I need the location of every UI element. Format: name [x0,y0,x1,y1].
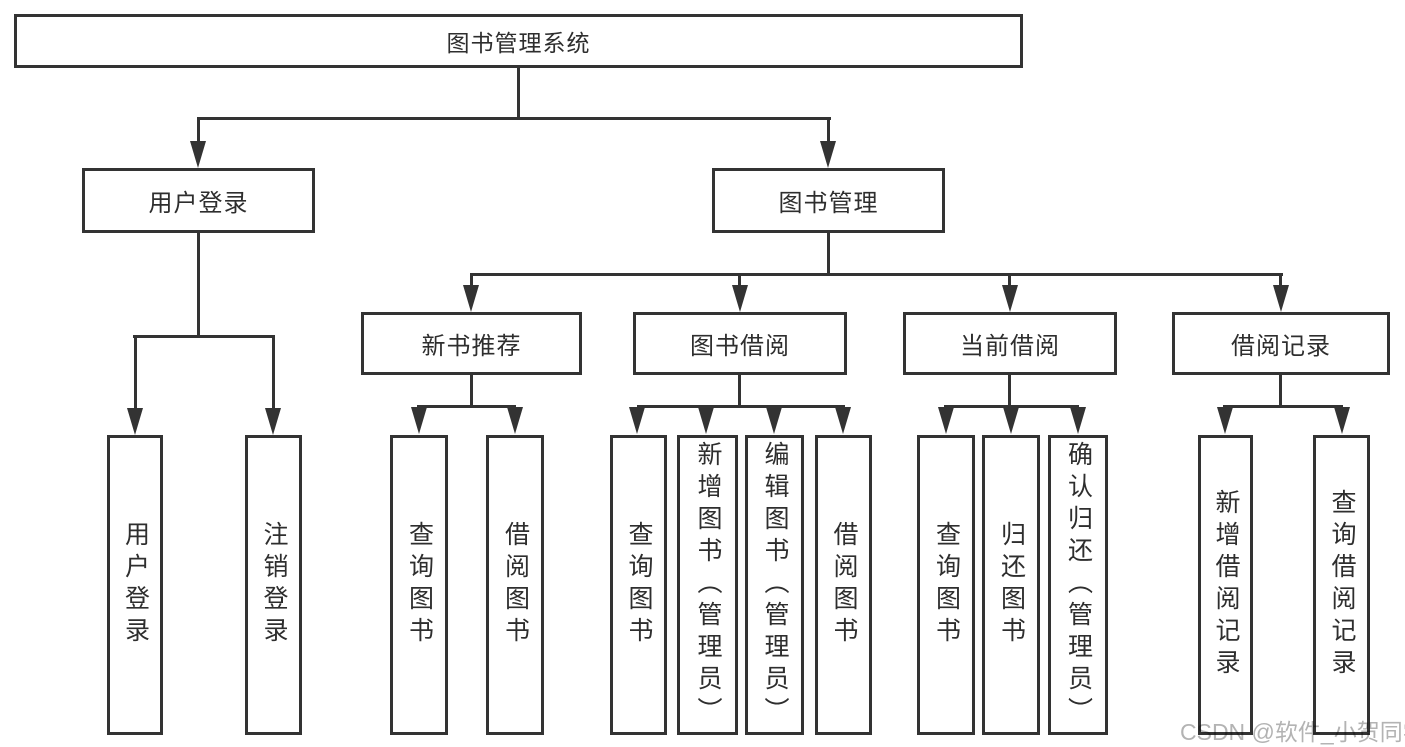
arrowhead-icon [835,407,851,434]
node-label: 查询借阅记录 [1328,489,1356,681]
arrowhead-icon [698,407,714,434]
node-user-login: 用户登录 [82,168,315,233]
arrowhead-icon [507,407,523,434]
connector-line [470,273,473,287]
node-query-borrow-record: 查询借阅记录 [1313,435,1370,735]
node-confirm-return-admin: 确认归还（管理员） [1048,435,1108,735]
node-current-borrowing: 当前借阅 [903,312,1117,375]
node-book-borrowing: 图书借阅 [633,312,847,375]
node-label: 图书管理 [778,190,879,217]
connector-line [197,117,200,144]
node-label: 用户登录 [121,521,150,649]
node-label: 图书借阅 [690,333,790,360]
connector-line [827,117,830,144]
connector-line [1279,374,1282,407]
node-label: 归还图书 [997,521,1026,649]
node-label: 借阅图书 [501,521,530,649]
node-label: 查询图书 [405,521,434,649]
node-label: 用户登录 [148,190,249,217]
arrowhead-icon [766,407,782,434]
connector-line [738,374,741,407]
node-label: 借阅记录 [1231,333,1331,360]
node-book-management: 图书管理 [712,168,945,233]
arrowhead-icon [190,141,206,168]
connector-line [738,273,741,287]
node-add-borrow-record: 新增借阅记录 [1198,435,1253,735]
node-query-books: 查询图书 [390,435,448,735]
node-label: 新增图书（管理员） [694,441,722,729]
node-label: 新书推荐 [421,333,522,360]
node-query-books: 查询图书 [610,435,667,735]
connector-line [1008,374,1011,407]
connector-line [944,405,1079,408]
node-borrowing-records: 借阅记录 [1172,312,1390,375]
arrowhead-icon [629,407,645,434]
connector-line [1008,273,1011,287]
arrowhead-icon [1002,285,1018,312]
connector-line [272,335,275,410]
connector-line [470,374,473,407]
arrowhead-icon [411,407,427,434]
node-library-system: 图书管理系统 [14,14,1023,68]
node-logout: 注销登录 [245,435,302,735]
connector-line [1279,273,1282,287]
node-borrow-books: 借阅图书 [815,435,872,735]
node-query-books: 查询图书 [917,435,975,735]
arrowhead-icon [732,285,748,312]
node-new-book-recommendation: 新书推荐 [361,312,582,375]
connector-line [470,273,1283,276]
connector-line [134,335,137,410]
node-label: 查询图书 [932,521,961,649]
arrowhead-icon [1334,407,1350,434]
connector-line [197,232,200,337]
connector-line [417,405,516,408]
node-label: 编辑图书（管理员） [761,441,789,729]
node-edit-books-admin: 编辑图书（管理员） [745,435,804,735]
node-borrow-books: 借阅图书 [486,435,544,735]
watermark-text: CSDN @软件_小贺同学 [1180,719,1405,745]
node-user-login-leaf: 用户登录 [107,435,163,735]
node-label: 确认归还（管理员） [1064,441,1093,729]
arrowhead-icon [938,407,954,434]
node-label: 图书管理系统 [446,30,591,56]
connector-line [827,232,830,275]
connector-line [133,335,275,338]
node-label: 借阅图书 [830,521,858,649]
arrowhead-icon [1217,407,1233,434]
arrowhead-icon [1070,407,1086,434]
connector-line [517,68,520,119]
node-add-books-admin: 新增图书（管理员） [677,435,738,735]
arrowhead-icon [265,408,281,435]
connector-line [197,117,831,120]
connector-line [637,405,845,408]
node-return-books: 归还图书 [982,435,1040,735]
node-label: 查询图书 [625,521,653,649]
node-label: 当前借阅 [960,333,1060,360]
connector-line [1223,405,1343,408]
node-label: 注销登录 [260,521,288,649]
arrowhead-icon [1273,285,1289,312]
arrowhead-icon [820,141,836,168]
arrowhead-icon [127,408,143,435]
arrowhead-icon [1003,407,1019,434]
node-label: 新增借阅记录 [1212,489,1240,681]
arrowhead-icon [463,285,479,312]
